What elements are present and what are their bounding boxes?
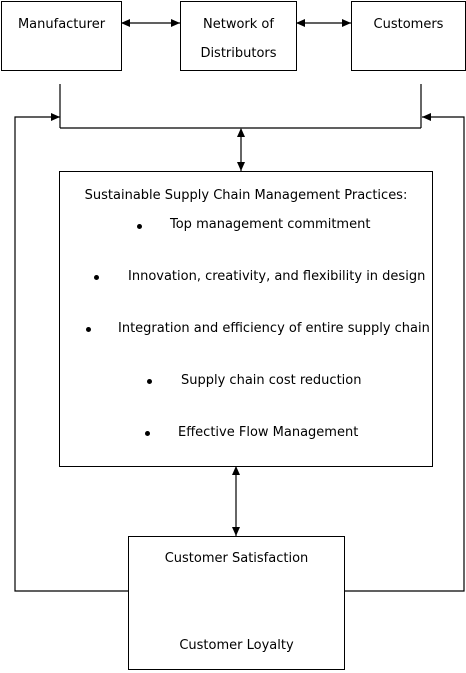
practices-title: Sustainable Supply Chain Management Prac… <box>84 188 408 203</box>
distributors-box: Network of Distributors <box>180 1 297 71</box>
practice-item: Supply chain cost reduction <box>181 373 362 388</box>
bullet-dot <box>147 379 152 384</box>
manufacturer-box: Manufacturer <box>1 1 122 71</box>
customers-box: Customers <box>351 1 466 71</box>
feedback-left <box>14 113 128 592</box>
practice-item: Integration and efficiency of entire sup… <box>118 321 430 336</box>
distributors-label-line1: Network of <box>203 17 274 32</box>
practice-item: Top management commitment <box>170 217 371 232</box>
distributors-label-line2: Distributors <box>200 46 277 61</box>
customer-outcomes-box: Customer Satisfaction Customer Loyalty <box>128 536 345 670</box>
customer-loyalty-label: Customer Loyalty <box>179 638 294 653</box>
feedback-right <box>344 113 465 592</box>
bullet-dot <box>94 275 99 280</box>
bullet-dot <box>86 327 91 332</box>
practices-box: Sustainable Supply Chain Management Prac… <box>59 171 433 467</box>
practice-item: Innovation, creativity, and flexibility … <box>128 269 426 284</box>
bullet-dot <box>137 224 142 229</box>
practice-item: Effective Flow Management <box>178 425 359 440</box>
customer-satisfaction-label: Customer Satisfaction <box>164 551 309 566</box>
bullet-dot <box>145 431 150 436</box>
customers-label: Customers <box>373 17 444 32</box>
manufacturer-label: Manufacturer <box>17 17 106 32</box>
